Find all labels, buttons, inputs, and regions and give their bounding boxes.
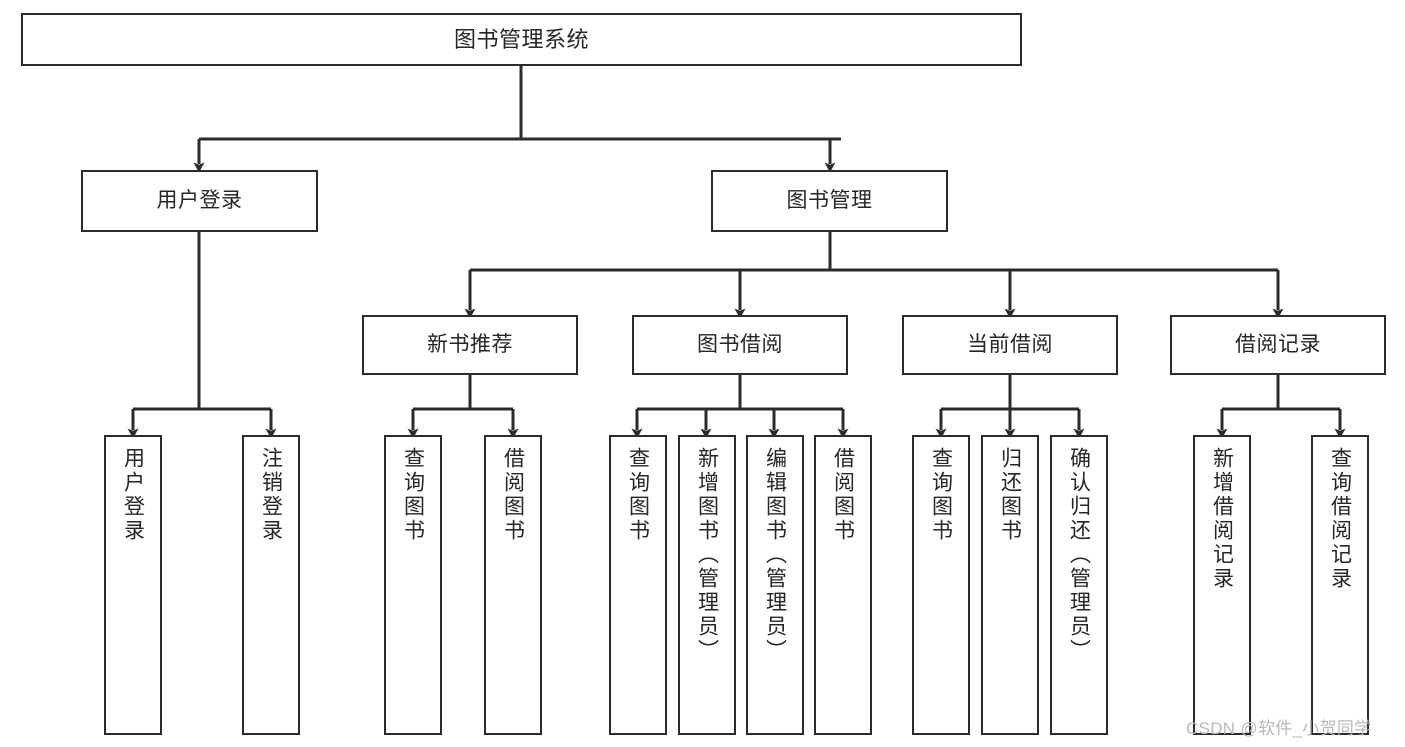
node-leaf-query-record[interactable]: 查询借阅记录	[1311, 435, 1369, 735]
node-current-borrow[interactable]: 当前借阅	[902, 315, 1118, 375]
node-label: 确认归还（管理员）	[1067, 447, 1091, 663]
node-label: 图书管理系统	[453, 26, 589, 52]
node-leaf-add-record[interactable]: 新增借阅记录	[1193, 435, 1251, 735]
node-label: 图书管理	[786, 188, 873, 212]
node-label: 当前借阅	[967, 332, 1053, 356]
node-leaf-borrow-book-1[interactable]: 借阅图书	[484, 435, 542, 735]
node-label: 借阅图书	[501, 447, 525, 543]
node-borrow-record[interactable]: 借阅记录	[1170, 315, 1386, 375]
node-label: 查询图书	[929, 447, 953, 543]
node-leaf-user-login[interactable]: 用户登录	[104, 435, 162, 735]
watermark-text: CSDN @软件_小贺同学	[1186, 719, 1372, 738]
node-label: 新增借阅记录	[1210, 447, 1234, 591]
node-root-system[interactable]: 图书管理系统	[21, 13, 1022, 66]
node-label: 查询图书	[401, 447, 425, 543]
node-label: 归还图书	[998, 447, 1022, 543]
node-book-borrow[interactable]: 图书借阅	[632, 315, 848, 375]
node-label: 图书借阅	[697, 332, 783, 356]
node-label: 借阅记录	[1235, 332, 1321, 356]
node-label: 查询图书	[626, 447, 650, 543]
node-label: 新增图书（管理员）	[695, 447, 719, 663]
node-leaf-add-book[interactable]: 新增图书（管理员）	[678, 435, 736, 735]
node-leaf-query-book-3[interactable]: 查询图书	[912, 435, 970, 735]
node-new-book-recommend[interactable]: 新书推荐	[362, 315, 578, 375]
node-user-login[interactable]: 用户登录	[81, 170, 318, 232]
node-leaf-query-book-1[interactable]: 查询图书	[384, 435, 442, 735]
node-leaf-borrow-book-2[interactable]: 借阅图书	[814, 435, 872, 735]
node-leaf-logout-login[interactable]: 注销登录	[242, 435, 300, 735]
node-label: 用户登录	[121, 447, 145, 543]
node-label: 查询借阅记录	[1328, 447, 1352, 591]
node-label: 用户登录	[156, 188, 243, 212]
node-leaf-confirm-return[interactable]: 确认归还（管理员）	[1050, 435, 1108, 735]
node-leaf-query-book-2[interactable]: 查询图书	[609, 435, 667, 735]
node-leaf-return-book[interactable]: 归还图书	[981, 435, 1039, 735]
node-label: 注销登录	[259, 447, 283, 543]
node-label: 新书推荐	[427, 332, 513, 356]
node-label: 编辑图书（管理员）	[763, 447, 787, 663]
node-label: 借阅图书	[831, 447, 855, 543]
node-book-management[interactable]: 图书管理	[711, 170, 948, 232]
node-leaf-edit-book[interactable]: 编辑图书（管理员）	[746, 435, 804, 735]
